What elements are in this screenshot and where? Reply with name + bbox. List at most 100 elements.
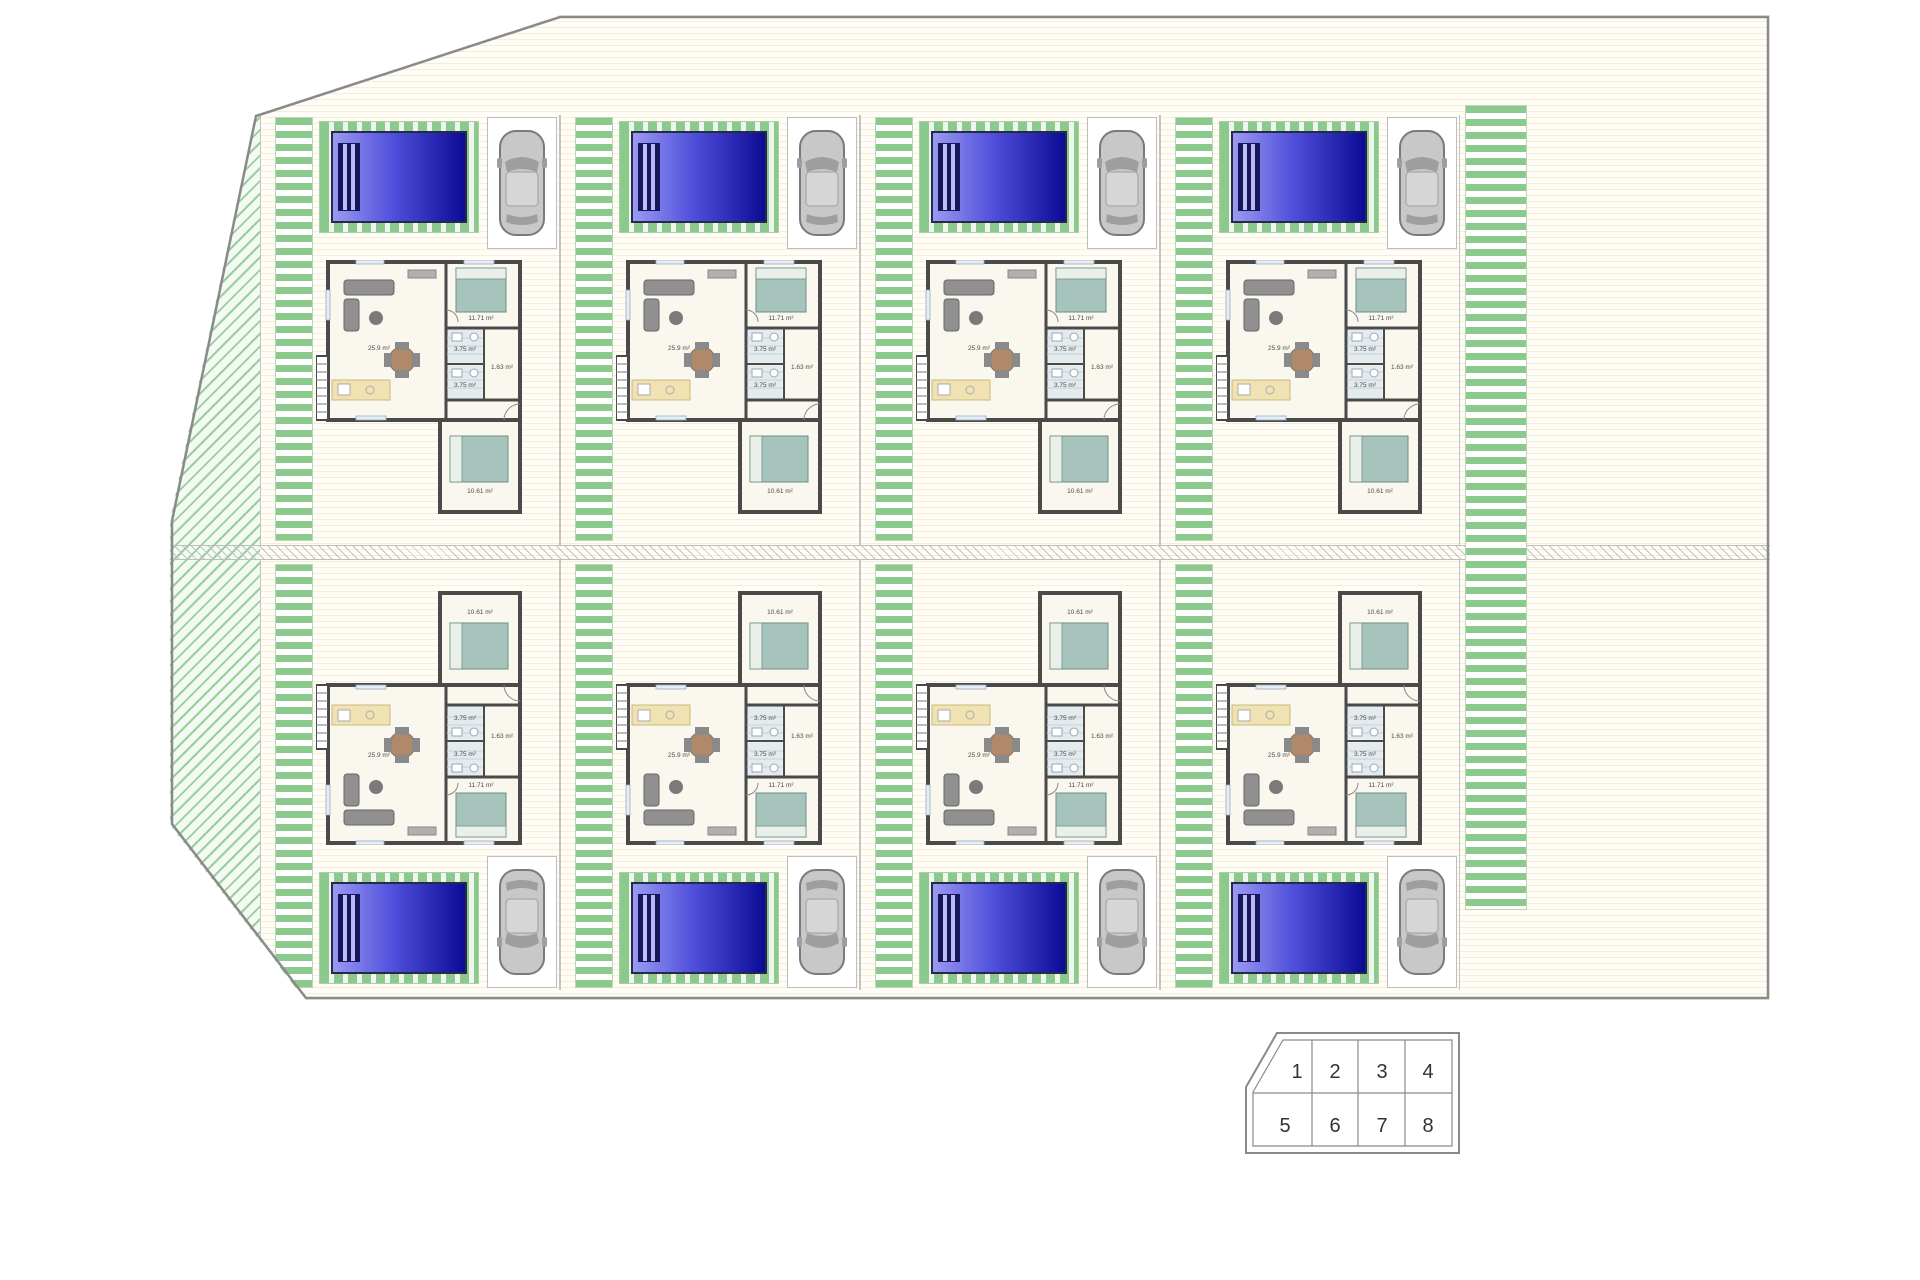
plot-1: 25.9 m² 11.71 m² 3.75 m² 3.75 m² 1.63 m²… xyxy=(260,115,560,545)
car-icon xyxy=(1397,128,1447,238)
room-label-bathroom-1: 3.75 m² xyxy=(1353,346,1377,353)
garden-strip-right xyxy=(1465,105,1527,910)
plot-graphics xyxy=(561,560,859,990)
garden-strip xyxy=(875,117,913,541)
legend-cell-6: 6 xyxy=(1329,1115,1340,1137)
pool-garden xyxy=(619,872,779,984)
room-label-bathroom-2: 3.75 m² xyxy=(1053,382,1077,389)
garden-strip xyxy=(1175,117,1213,541)
room-label-bathroom-1: 3.75 m² xyxy=(1353,751,1377,758)
swimming-pool xyxy=(631,882,767,974)
driveway xyxy=(1087,117,1157,249)
room-label-bathroom-2: 3.75 m² xyxy=(1353,715,1377,722)
pool-garden xyxy=(319,121,479,233)
legend-cell-8: 8 xyxy=(1422,1115,1433,1137)
pool-garden xyxy=(619,121,779,233)
pool-steps-icon xyxy=(938,894,960,962)
swimming-pool xyxy=(631,131,767,223)
plot-6: 25.9 m² 11.71 m² 3.75 m² 3.75 m² 1.63 m²… xyxy=(560,560,860,990)
pool-steps-icon xyxy=(638,143,660,211)
room-label-bedroom-1: 11.71 m² xyxy=(1368,315,1394,322)
pool-steps-icon xyxy=(338,143,360,211)
house-floorplan xyxy=(1216,260,1432,530)
legend-cell-2: 2 xyxy=(1329,1061,1340,1083)
room-label-bathroom-1: 3.75 m² xyxy=(1053,751,1077,758)
room-label-bathroom-2: 3.75 m² xyxy=(1053,715,1077,722)
room-label-living: 25.9 m² xyxy=(367,752,391,759)
swimming-pool xyxy=(1231,131,1367,223)
legend-grid-lines xyxy=(1253,1040,1452,1146)
room-label-bedroom-1: 11.71 m² xyxy=(1368,782,1394,789)
room-label-bedroom-2: 10.61 m² xyxy=(1067,488,1093,495)
legend-cell-1: 1 xyxy=(1291,1061,1302,1083)
room-label-bathroom-1: 3.75 m² xyxy=(453,751,477,758)
plot-4: 25.9 m² 11.71 m² 3.75 m² 3.75 m² 1.63 m²… xyxy=(1160,115,1460,545)
car-icon xyxy=(1097,867,1147,977)
room-label-bedroom-2: 10.61 m² xyxy=(467,488,493,495)
room-label-bedroom-2: 10.61 m² xyxy=(767,609,793,616)
garden-strip xyxy=(875,564,913,988)
plot-graphics xyxy=(861,115,1159,545)
house-floorplan xyxy=(916,575,1132,845)
room-label-living: 25.9 m² xyxy=(967,752,991,759)
room-label-hall: 1.63 m² xyxy=(790,364,814,371)
legend-inner-border xyxy=(1252,1039,1453,1147)
plot-2: 25.9 m² 11.71 m² 3.75 m² 3.75 m² 1.63 m²… xyxy=(560,115,860,545)
car-icon xyxy=(1397,867,1447,977)
room-label-bathroom-1: 3.75 m² xyxy=(753,751,777,758)
pool-steps-icon xyxy=(938,143,960,211)
garden-hatch-top-left xyxy=(255,15,560,115)
room-label-hall: 1.63 m² xyxy=(490,733,514,740)
swimming-pool xyxy=(931,131,1067,223)
room-label-hall: 1.63 m² xyxy=(1390,364,1414,371)
room-label-bedroom-2: 10.61 m² xyxy=(467,609,493,616)
room-label-hall: 1.63 m² xyxy=(490,364,514,371)
driveway xyxy=(1087,856,1157,988)
pool-steps-icon xyxy=(1238,894,1260,962)
driveway xyxy=(487,856,557,988)
room-label-hall: 1.63 m² xyxy=(1090,364,1114,371)
room-label-bedroom-1: 11.71 m² xyxy=(768,315,794,322)
garden-strip xyxy=(575,117,613,541)
pool-steps-icon xyxy=(1238,143,1260,211)
room-label-bathroom-2: 3.75 m² xyxy=(453,715,477,722)
garden-hatch-left xyxy=(170,15,260,1000)
pool-garden xyxy=(1219,872,1379,984)
swimming-pool xyxy=(331,131,467,223)
house-floorplan xyxy=(916,260,1132,530)
car-icon xyxy=(797,128,847,238)
room-label-living: 25.9 m² xyxy=(667,345,691,352)
plot-3: 25.9 m² 11.71 m² 3.75 m² 3.75 m² 1.63 m²… xyxy=(860,115,1160,545)
house-floorplan xyxy=(616,260,832,530)
pool-steps-icon xyxy=(338,894,360,962)
house-floorplan xyxy=(316,260,532,530)
room-label-bedroom-1: 11.71 m² xyxy=(468,315,494,322)
room-label-bedroom-1: 11.71 m² xyxy=(1068,315,1094,322)
legend-cell-5: 5 xyxy=(1279,1115,1290,1137)
garden-strip xyxy=(1175,564,1213,988)
garden-strip xyxy=(275,564,313,988)
pool-steps-icon xyxy=(638,894,660,962)
driveway xyxy=(1387,856,1457,988)
room-label-bathroom-2: 3.75 m² xyxy=(1353,382,1377,389)
room-label-bathroom-1: 3.75 m² xyxy=(453,346,477,353)
room-label-living: 25.9 m² xyxy=(1267,752,1291,759)
room-label-bathroom-1: 3.75 m² xyxy=(1053,346,1077,353)
room-label-bedroom-1: 11.71 m² xyxy=(1068,782,1094,789)
central-path xyxy=(170,545,1770,560)
room-label-hall: 1.63 m² xyxy=(1090,733,1114,740)
plot-graphics xyxy=(1161,560,1459,990)
pool-garden xyxy=(319,872,479,984)
swimming-pool xyxy=(931,882,1067,974)
plot-graphics xyxy=(561,115,859,545)
driveway xyxy=(787,856,857,988)
house-floorplan xyxy=(1216,575,1432,845)
driveway xyxy=(787,117,857,249)
swimming-pool xyxy=(1231,882,1367,974)
pool-garden xyxy=(919,121,1079,233)
plot-graphics xyxy=(261,560,559,990)
plot-graphics xyxy=(261,115,559,545)
legend-cell-3: 3 xyxy=(1376,1061,1387,1083)
room-label-hall: 1.63 m² xyxy=(1390,733,1414,740)
car-icon xyxy=(497,867,547,977)
